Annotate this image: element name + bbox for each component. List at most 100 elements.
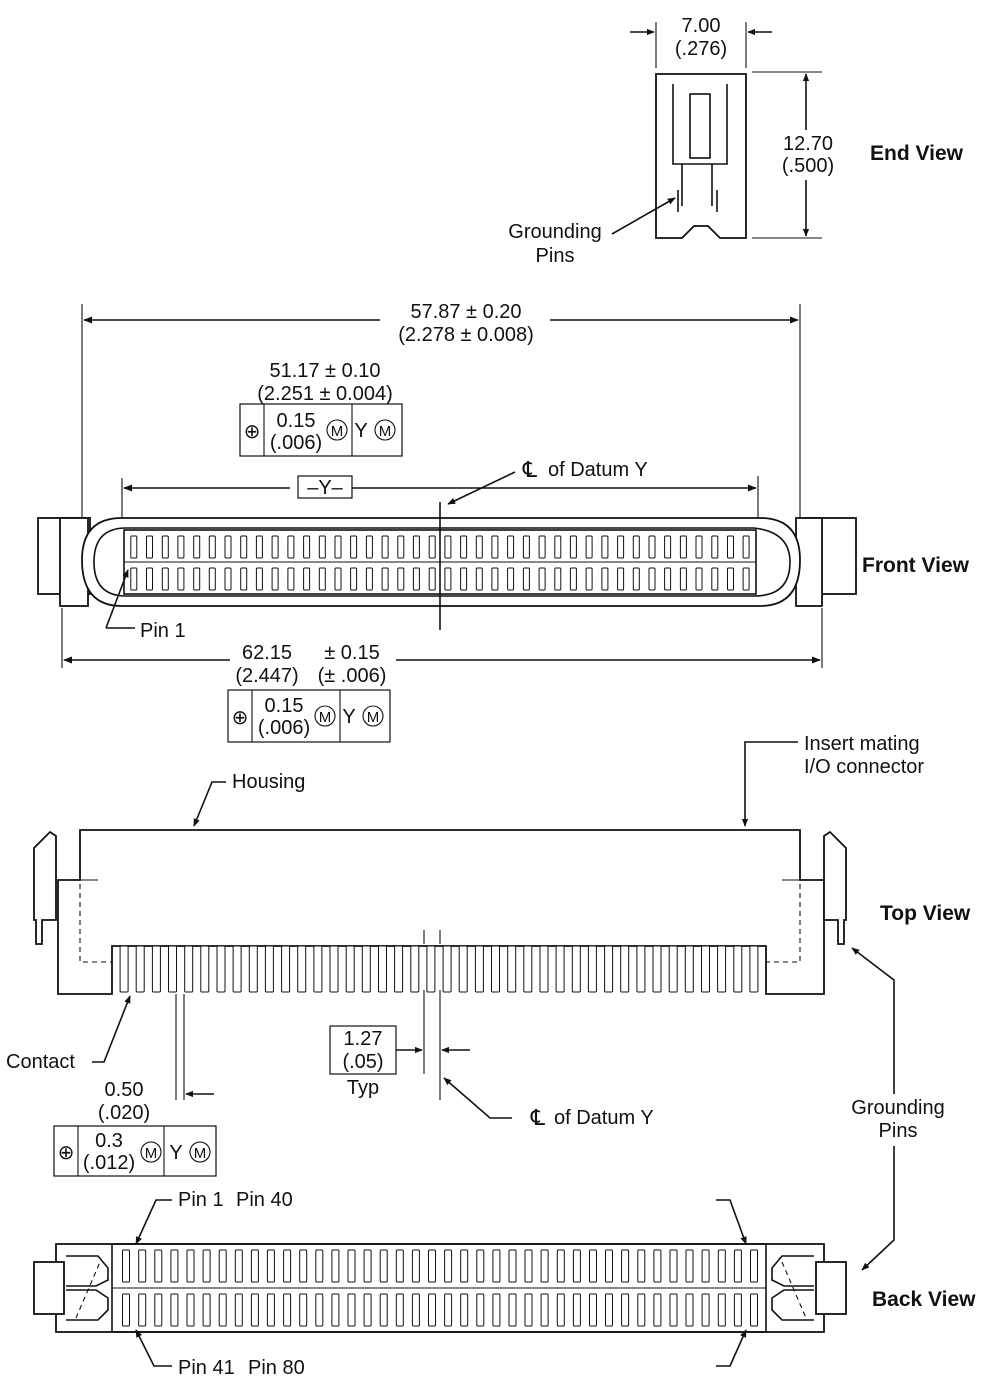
contact-slot xyxy=(395,1249,404,1283)
contact-slot xyxy=(621,1293,630,1327)
front-shell-inner xyxy=(93,527,791,597)
contact-slot xyxy=(334,567,342,591)
contact-slot xyxy=(589,1293,597,1327)
contact-slot xyxy=(540,1293,549,1327)
end-view-title: End View xyxy=(870,142,964,165)
contact-slot xyxy=(617,535,625,559)
end-height-mm: 12.70 xyxy=(783,133,833,155)
back-left-hidden xyxy=(75,1261,101,1319)
fcf3-modifier-2: M xyxy=(194,1145,207,1162)
contact-lead xyxy=(507,945,517,993)
contact-slot xyxy=(695,567,703,591)
front-base-in: (2.447) xyxy=(235,665,298,687)
contact-slot xyxy=(315,1293,324,1327)
contact-lead xyxy=(264,945,274,993)
top-datum-label: of Datum Y xyxy=(554,1107,654,1129)
contact-slot xyxy=(161,567,169,591)
contact-slot xyxy=(605,1249,613,1283)
contact-slot xyxy=(617,567,625,591)
contact-slot xyxy=(701,1249,710,1283)
contact-slot xyxy=(572,1249,581,1283)
contact-lead xyxy=(232,945,242,993)
contact-slot xyxy=(177,535,185,559)
centerline-symbol: ℄ xyxy=(522,457,538,482)
contact-slot xyxy=(271,567,279,591)
contact-lead xyxy=(539,945,549,993)
contact-slot xyxy=(476,1249,485,1283)
contact-slot xyxy=(632,567,640,591)
end-height-in: (.500) xyxy=(782,155,834,177)
contact-slot xyxy=(240,535,248,559)
back-right-latch-top xyxy=(771,1255,814,1287)
datum-y-label: –Y– xyxy=(307,477,343,499)
front-inner-in: (2.251 ± 0.004) xyxy=(257,383,393,405)
contact-slot xyxy=(428,535,436,559)
fcf1-value-mm: 0.15 xyxy=(277,410,316,432)
contact-slot xyxy=(507,567,515,591)
contact-slot xyxy=(664,535,672,559)
contact-slot xyxy=(412,567,420,591)
end-view-body xyxy=(655,73,747,239)
front-datum-label: of Datum Y xyxy=(548,459,648,481)
pitch-in: (.05) xyxy=(342,1051,383,1073)
pitch-box xyxy=(329,1025,397,1075)
contact-slot xyxy=(186,1293,195,1327)
back-contacts xyxy=(122,1249,758,1327)
back-right-latch-bottom xyxy=(771,1289,814,1321)
contact-lead xyxy=(119,945,129,993)
end-view-internal xyxy=(672,84,728,206)
back-right-tab xyxy=(815,1261,847,1315)
contact-lead xyxy=(684,945,694,993)
contact-slot xyxy=(742,535,750,559)
contact-slot xyxy=(202,1293,211,1327)
contact-slot xyxy=(507,535,515,559)
contact-slot xyxy=(177,567,185,591)
back-left-latch-top xyxy=(66,1255,109,1287)
back-pin1-leader xyxy=(135,1199,172,1245)
contact-slot xyxy=(299,1293,308,1327)
end-grounding-label-2: Pins xyxy=(536,245,575,267)
contact-slot xyxy=(193,535,201,559)
contact-slot xyxy=(170,1293,179,1327)
front-datum-leader xyxy=(447,471,516,505)
pitch-mm: 1.27 xyxy=(344,1028,383,1050)
contact-lead xyxy=(184,945,194,993)
top-grounding-label-1: Grounding xyxy=(851,1097,944,1119)
contact-slot xyxy=(742,567,750,591)
contact-lead xyxy=(313,945,323,993)
contact-lead xyxy=(442,945,452,993)
top-view: Housing Insert mating I/O connector 1.27… xyxy=(6,733,971,1271)
front-view: 57.87 ± 0.20 (2.278 ± 0.008) 51.17 ± 0.1… xyxy=(37,301,970,743)
contact-slot xyxy=(601,567,609,591)
fcf2-value-in: (.006) xyxy=(258,717,310,739)
contact-lead xyxy=(345,945,355,993)
back-pin80-label: Pin 80 xyxy=(248,1357,305,1379)
fcf3-modifier-1: M xyxy=(145,1145,158,1162)
contact-slot xyxy=(554,535,562,559)
contact-slot xyxy=(669,1293,678,1327)
contact-slot xyxy=(283,1249,292,1283)
contact-slot xyxy=(347,1249,356,1283)
end-width-mm: 7.00 xyxy=(682,15,721,37)
contact-slot xyxy=(444,535,452,559)
insert-label-1: Insert mating xyxy=(804,733,920,755)
back-left-tab xyxy=(33,1261,65,1315)
contact-lead xyxy=(474,945,484,993)
contact-slot xyxy=(146,567,153,591)
contact-slot xyxy=(303,535,311,559)
contact-slot xyxy=(146,535,153,559)
contact-slot xyxy=(218,1249,227,1283)
contact-slot xyxy=(648,567,656,591)
contact-slot xyxy=(428,1293,436,1327)
contact-lead xyxy=(668,945,678,993)
contact-slot xyxy=(224,567,232,591)
contact-lead xyxy=(394,945,404,993)
fcf2-modifier-2: M xyxy=(367,709,380,726)
contact-slot xyxy=(569,535,577,559)
contact-slot xyxy=(508,1249,517,1283)
contact-slot xyxy=(186,1249,195,1283)
contact-slot xyxy=(381,535,389,559)
contact-slot xyxy=(122,1293,130,1327)
front-base-tol-mm: ± 0.15 xyxy=(324,642,379,664)
